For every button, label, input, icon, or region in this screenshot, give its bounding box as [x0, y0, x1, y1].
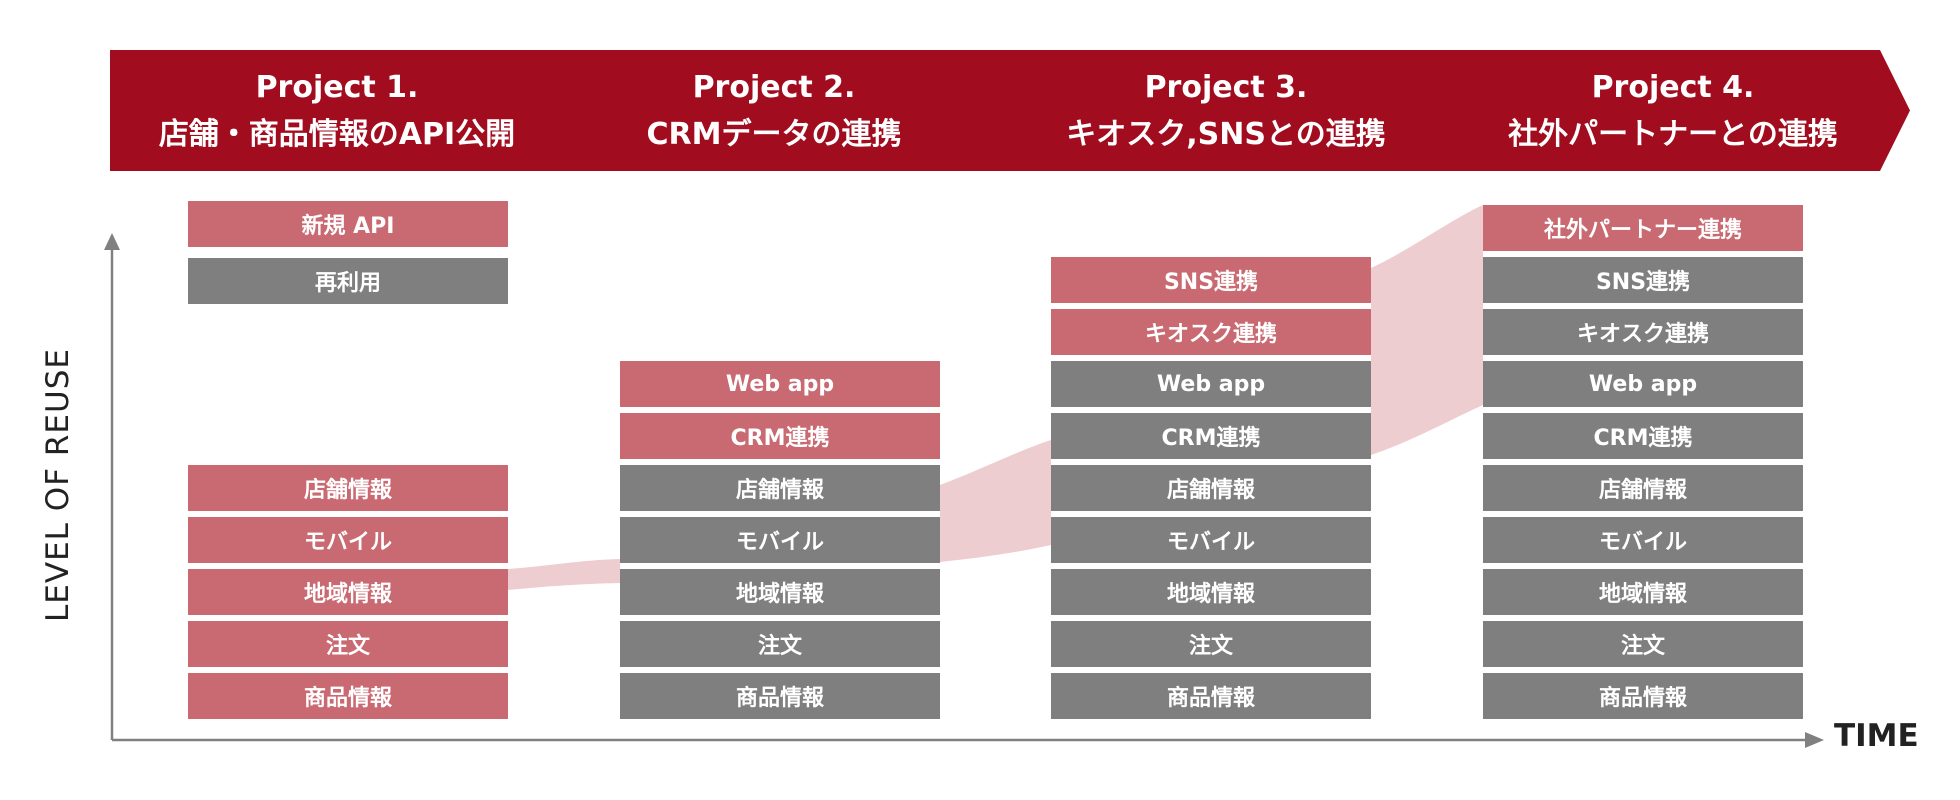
block-region-info: 地域情報: [1051, 569, 1371, 615]
block-order: 注文: [620, 621, 940, 667]
reuse-band-1-2: [508, 559, 620, 590]
block-order: 注文: [188, 621, 508, 667]
block-product-info: 商品情報: [620, 673, 940, 719]
y-axis-arrow-icon: [104, 233, 120, 250]
block-sns: SNS連携: [1051, 257, 1371, 303]
project-1-subtitle: 店舗・商品情報のAPI公開: [158, 116, 516, 152]
project-4-subtitle: 社外パートナーとの連携: [1508, 116, 1838, 152]
block-new-api: 新規 API: [188, 201, 508, 247]
x-axis-label: TIME: [1834, 718, 1919, 754]
reuse-band-2-3: [940, 440, 1051, 562]
y-axis-label: LEVEL OF REUSE: [40, 348, 76, 622]
block-order: 注文: [1051, 621, 1371, 667]
block-mobile: モバイル: [620, 517, 940, 563]
block-sns: SNS連携: [1483, 257, 1803, 303]
block-product-info: 商品情報: [1483, 673, 1803, 719]
block-web-app: Web app: [620, 361, 940, 407]
block-crm: CRM連携: [620, 413, 940, 459]
block-mobile: モバイル: [188, 517, 508, 563]
project-4-header: Project 4. 社外パートナーとの連携: [1436, 50, 1910, 171]
block-kiosk: キオスク連携: [1051, 309, 1371, 355]
project-4-title: Project 4.: [1591, 69, 1755, 105]
block-crm: CRM連携: [1051, 413, 1371, 459]
project-2-header: Project 2. CRMデータの連携: [532, 50, 1016, 171]
block-reuse: 再利用: [188, 258, 508, 304]
reuse-band-3-4: [1371, 205, 1483, 455]
block-region-info: 地域情報: [1483, 569, 1803, 615]
project-1-title: Project 1.: [255, 69, 419, 105]
x-axis-arrow-icon: [1805, 732, 1824, 748]
block-product-info: 商品情報: [1051, 673, 1371, 719]
project-3-title: Project 3.: [1144, 69, 1308, 105]
block-mobile: モバイル: [1051, 517, 1371, 563]
project-3-subtitle: キオスク,SNSとの連携: [1066, 116, 1386, 152]
block-web-app: Web app: [1051, 361, 1371, 407]
block-crm: CRM連携: [1483, 413, 1803, 459]
block-partner: 社外パートナー連携: [1483, 205, 1803, 251]
block-region-info: 地域情報: [620, 569, 940, 615]
project-3-header: Project 3. キオスク,SNSとの連携: [984, 50, 1468, 171]
block-region-info: 地域情報: [188, 569, 508, 615]
project-1-header: Project 1. 店舗・商品情報のAPI公開: [110, 50, 564, 171]
block-kiosk: キオスク連携: [1483, 309, 1803, 355]
block-mobile: モバイル: [1483, 517, 1803, 563]
block-store-info: 店舗情報: [1051, 465, 1371, 511]
project-2-subtitle: CRMデータの連携: [646, 116, 902, 152]
block-web-app: Web app: [1483, 361, 1803, 407]
block-store-info: 店舗情報: [1483, 465, 1803, 511]
block-store-info: 店舗情報: [188, 465, 508, 511]
block-order: 注文: [1483, 621, 1803, 667]
project-2-title: Project 2.: [692, 69, 856, 105]
block-product-info: 商品情報: [188, 673, 508, 719]
block-store-info: 店舗情報: [620, 465, 940, 511]
